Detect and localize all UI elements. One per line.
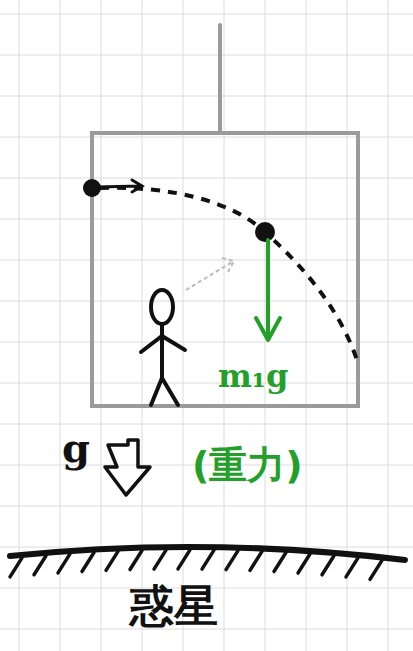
- sight-line: [186, 258, 234, 290]
- rope: [218, 25, 222, 133]
- gravity-arrow: [256, 240, 280, 340]
- force-name: (重力): [192, 446, 303, 484]
- person: [141, 290, 185, 405]
- surface-hatching: [10, 550, 382, 579]
- gravity-direction-arrow: [105, 440, 150, 495]
- trajectory: [100, 188, 357, 360]
- gravity-symbol: g: [62, 428, 90, 468]
- ball: [255, 222, 275, 242]
- elevator-box: [92, 133, 358, 406]
- velocity-arrow: [98, 180, 142, 192]
- planet-label: 惑星: [130, 584, 218, 628]
- force-label: m₁g: [218, 360, 288, 392]
